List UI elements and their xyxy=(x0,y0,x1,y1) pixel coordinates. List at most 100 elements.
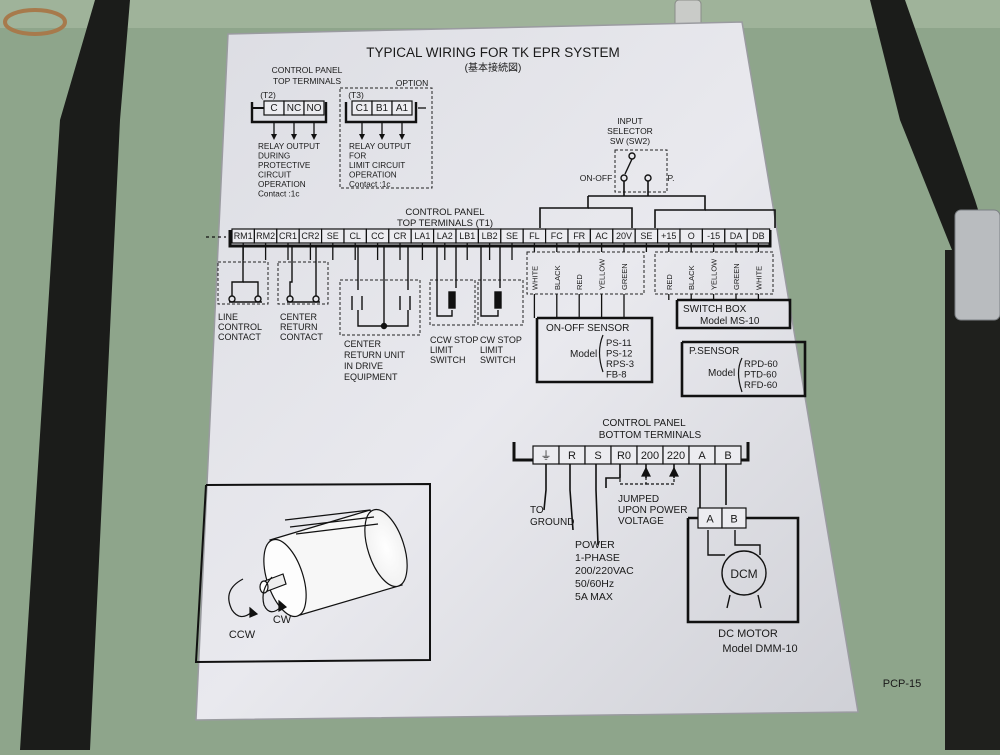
t1-terminal-label: RM1 xyxy=(234,231,253,241)
plate-id: PCP-15 xyxy=(883,678,922,690)
to-ground-line: TO xyxy=(530,505,544,516)
selector-label-line: SW (SW2) xyxy=(610,136,650,146)
t3-description-line: RELAY OUTPUT xyxy=(349,142,411,151)
center-return-unit-label-line: CENTER xyxy=(344,339,382,349)
t1-terminal-label: RM2 xyxy=(256,231,275,241)
enclosure-rim-top xyxy=(0,0,1000,28)
cw-stop-label-line: LIMIT xyxy=(480,345,504,355)
t3-description-line: FOR xyxy=(349,152,366,161)
cw-stop-label-line: SWITCH xyxy=(480,355,516,365)
t1-terminal-label: AC xyxy=(595,231,608,241)
center-return-unit-label-line: EQUIPMENT xyxy=(344,372,398,382)
t1-terminal-label: LB1 xyxy=(459,231,475,241)
motor-internal-wiring xyxy=(707,530,767,609)
center-return-label-line: RETURN xyxy=(280,322,318,332)
t1-terminal-label: DA xyxy=(730,231,743,241)
selector-p-label: P. xyxy=(668,173,675,183)
bottom-terminal-label: ⏚ xyxy=(541,449,552,462)
center-return-unit-label-line: RETURN UNIT xyxy=(344,350,405,360)
t1-terminal-label: CL xyxy=(349,231,361,241)
t2-terminal-label: NO xyxy=(307,103,322,114)
motor-terminal-label: B xyxy=(730,513,737,525)
switchbox-wire-color: GREEN xyxy=(732,263,741,290)
power-spec-line: 50/60Hz xyxy=(575,578,614,590)
selector-onoff-label: ON-OFF xyxy=(580,173,613,183)
switchbox-wire-color: RED xyxy=(665,274,674,290)
jumper-symbols xyxy=(619,466,679,485)
black-gasket-far-right xyxy=(945,250,1000,750)
rotation-illustration-frame xyxy=(194,482,431,664)
onoff-wire-color: WHITE xyxy=(530,266,539,290)
t3-description-line: Contact :1c xyxy=(349,180,390,189)
t2-arrow-head xyxy=(311,134,317,140)
t2-description-line: PROTECTIVE xyxy=(258,161,311,170)
t3-terminal-cell xyxy=(391,100,413,116)
t3-description-line: OPERATION xyxy=(349,171,397,180)
t1-terminal-label: CR xyxy=(394,231,407,241)
t1-terminal-label: SE xyxy=(640,231,652,241)
bottom-terminal-label: R0 xyxy=(617,450,631,462)
jumped-note-line: VOLTAGE xyxy=(618,516,664,527)
center-return-unit-label-line: IN DRIVE xyxy=(344,361,383,371)
dc-motor-box xyxy=(686,516,800,624)
t2-bracket xyxy=(250,102,328,124)
t1-terminal-label: FL xyxy=(529,231,540,241)
t1-terminal-label: +15 xyxy=(661,231,676,241)
cable-tie xyxy=(3,8,67,36)
bottom-terminal-label: S xyxy=(594,450,601,462)
t1-terminal-label: CR2 xyxy=(301,231,319,241)
p-sensor-model: RFD-60 xyxy=(744,380,777,391)
cw-label: CW xyxy=(273,614,292,626)
t3-terminal-label: C1 xyxy=(356,103,369,114)
ccw-stop-label-line: SWITCH xyxy=(430,355,466,365)
t1-terminal-label: 20V xyxy=(616,231,632,241)
onoff-wire-color: YELLOW xyxy=(598,258,607,290)
plate-title: TYPICAL WIRING FOR TK EPR SYSTEM xyxy=(366,45,620,60)
t2-description-line: Contact :1c xyxy=(258,190,299,199)
selector-wiring xyxy=(539,181,776,228)
cw-stop-switch-symbol xyxy=(480,246,502,317)
t1-terminal-label: DB xyxy=(752,231,765,241)
selector-label-line: INPUT xyxy=(617,116,643,126)
t2-description-line: DURING xyxy=(258,152,290,161)
p-sensor-model: RPD-60 xyxy=(744,359,778,370)
t3-arrow-head xyxy=(399,134,405,140)
t2-description-line: OPERATION xyxy=(258,180,306,189)
bottom-control-panel-label: CONTROL PANEL xyxy=(602,418,686,429)
switch-box-title: SWITCH BOX xyxy=(683,304,747,315)
onoff-wire-color: GREEN xyxy=(620,263,629,290)
selector-dashed-box xyxy=(614,149,668,193)
to-ground-line: GROUND xyxy=(530,517,574,528)
bottom-terminal-label: 220 xyxy=(667,450,685,462)
rotation-arrows xyxy=(228,576,288,618)
option-label: OPTION xyxy=(396,78,429,88)
t3-terminal-label: A1 xyxy=(396,103,409,114)
t1-terminal-label: -15 xyxy=(707,231,720,241)
t2-description: RELAY OUTPUTDURINGPROTECTIVECIRCUITOPERA… xyxy=(258,142,320,199)
t1-terminal-label: FC xyxy=(551,231,563,241)
onoff-sensor-title: ON-OFF SENSOR xyxy=(546,323,629,334)
onoff-sensor-model-label: Model xyxy=(570,349,597,360)
metal-latch xyxy=(954,209,1000,321)
t1-terminal-label: LB2 xyxy=(482,231,498,241)
center-return-dashed-box xyxy=(277,261,329,305)
jumped-note-line: UPON POWER xyxy=(618,505,687,516)
ccw-stop-label-line: LIMIT xyxy=(430,345,454,355)
onoff-sensor-model: RPS-3 xyxy=(606,359,634,370)
p-sensor-title: P.SENSOR xyxy=(689,346,739,357)
onoff-wire-color: BLACK xyxy=(553,265,562,290)
switch-box-model: Model MS-10 xyxy=(700,316,760,327)
switchbox-wire-color: BLACK xyxy=(687,265,696,290)
t2-arrow-head xyxy=(271,134,277,140)
p-sensor-model: PTD-60 xyxy=(744,370,777,381)
